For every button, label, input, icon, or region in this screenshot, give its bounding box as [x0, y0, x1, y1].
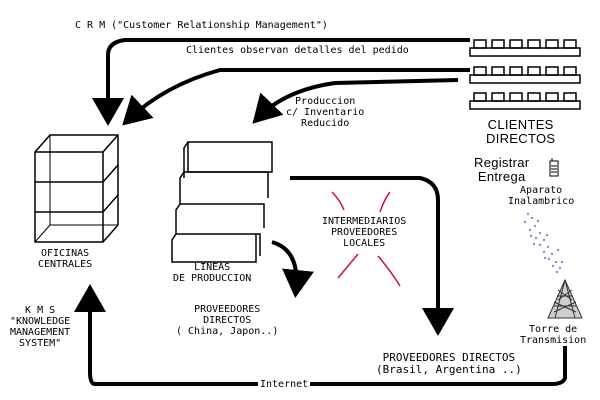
wireless-signal-icon	[523, 212, 564, 274]
phone-icon	[549, 158, 559, 177]
lineas-to-china-arrow	[271, 240, 314, 298]
torre-label: Torre de Transmision	[520, 324, 587, 346]
clientes-directos-label: CLIENTES DIRECTOS	[486, 117, 556, 146]
crm-arrow	[92, 38, 470, 126]
lineas-to-brasil-arrow	[290, 176, 454, 336]
intermediarios-label: INTERMEDIARIOS PROVEEDORES LOCALES	[322, 216, 407, 249]
proveedores-china-label: PROVEEDORES DIRECTOS ( China, Japon..)	[176, 304, 279, 337]
crm-label: C R M ("Customer Relationship Management…	[75, 20, 328, 31]
terminal-row-2	[469, 66, 581, 84]
production-lines-icon	[171, 141, 273, 263]
intermediaries-cross-mark	[331, 191, 401, 287]
clientes-observan-label: Clientes observan detalles del pedido	[186, 45, 409, 56]
produccion-label: Produccion c/ Inventario Reducido	[286, 96, 365, 129]
terminal-row-3	[469, 92, 581, 110]
clientes-observan-arrow	[122, 68, 470, 126]
clients-terminals-icon	[469, 39, 581, 110]
tower-icon	[547, 278, 583, 319]
terminal-row-1	[469, 39, 581, 57]
internet-arrow	[74, 284, 567, 386]
registrar-entrega-label: Registrar Entrega	[474, 155, 530, 184]
office-building-icon	[34, 134, 119, 243]
internet-label: Internet	[258, 379, 311, 390]
lineas-label: LINEAS DE PRODUCCION	[173, 262, 252, 284]
produccion-arrow	[252, 78, 459, 124]
oficinas-label: OFICINAS CENTRALES	[38, 248, 93, 270]
proveedores-brasil-label: PROVEEDORES DIRECTOS (Brasil, Argentina …	[376, 351, 522, 376]
aparato-label: Aparato Inalambrico	[508, 185, 575, 207]
kms-label: K M S "KNOWLEDGE MANAGEMENT SYSTEM"	[10, 305, 71, 349]
